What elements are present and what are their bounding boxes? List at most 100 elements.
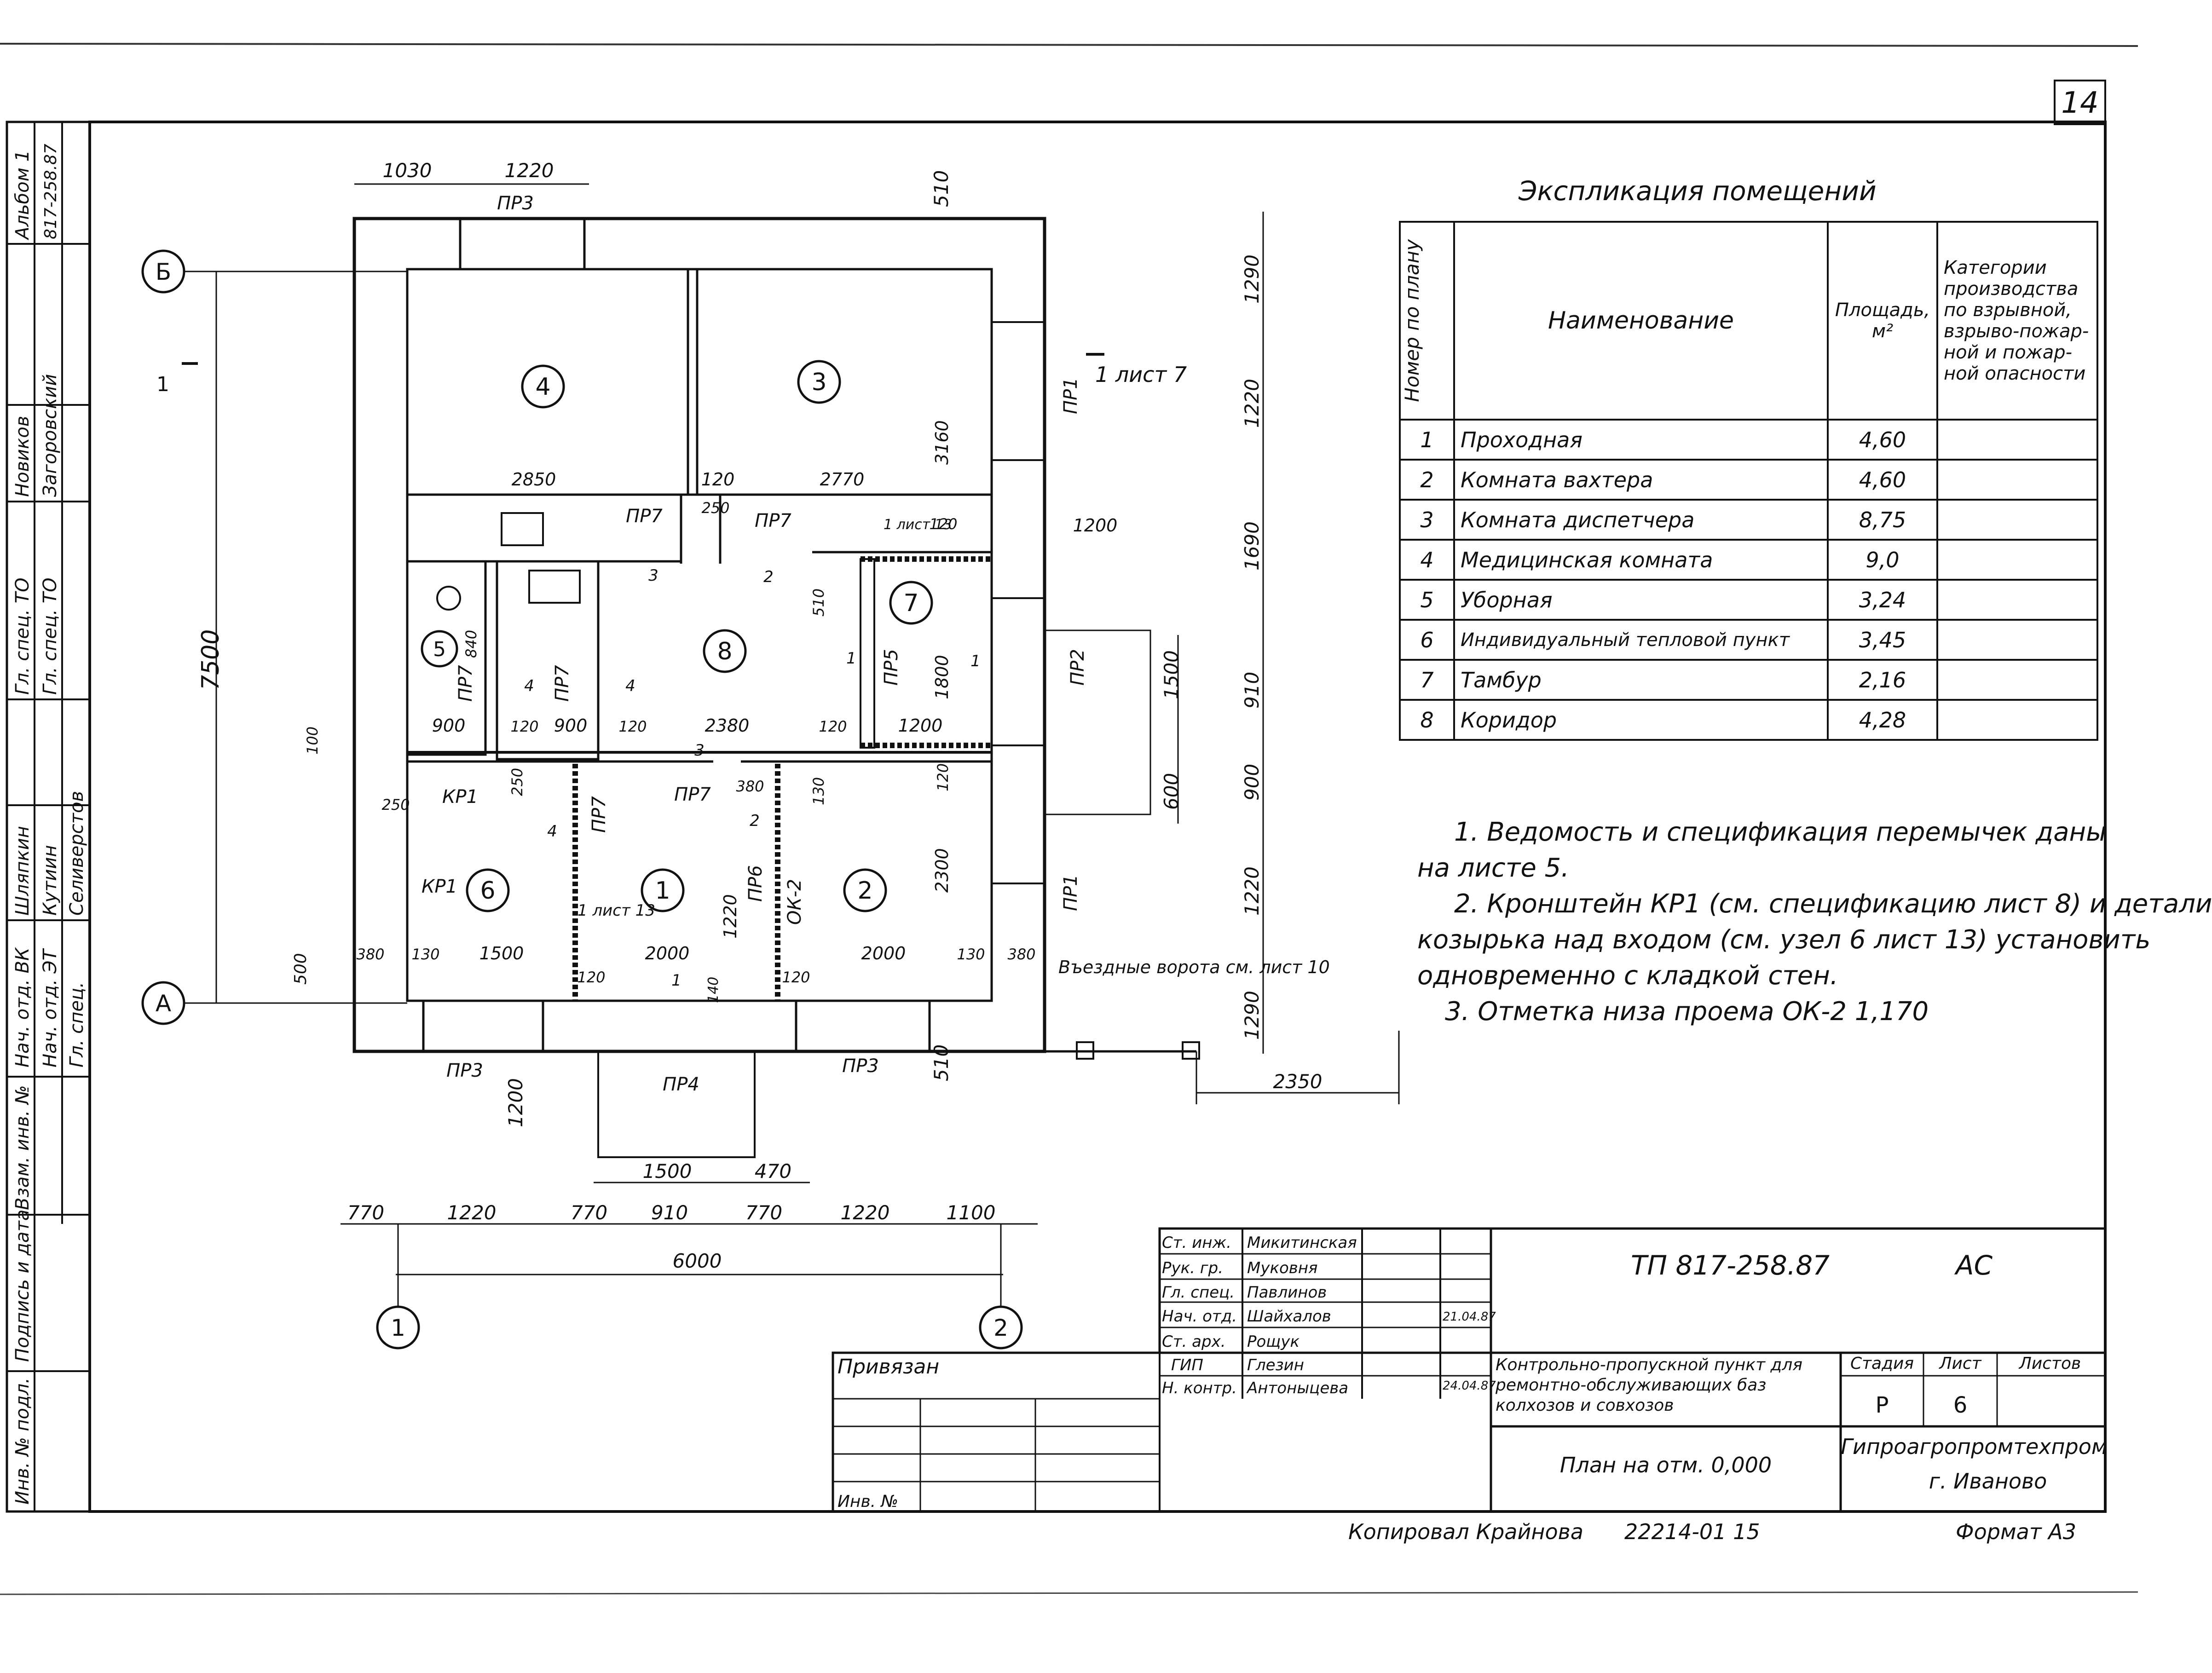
dim-inner-25: 130 (957, 946, 985, 963)
marker-0: 3 (648, 566, 658, 585)
stage-value: Р (1876, 1392, 1889, 1418)
opening-pr3-bl: ПР3 (446, 1060, 483, 1081)
row-category (1936, 699, 2098, 741)
drawing-sheet: 14 Нач. отд. ВК Шляпкин Гл. спец. ТО Нов… (0, 43, 2138, 1595)
dim-total-height: 7500 (197, 629, 225, 690)
sheet-value: 6 (1953, 1392, 1968, 1418)
marker-2: 4 (524, 677, 534, 695)
axis-b-label: Б (156, 259, 171, 285)
dim-inner-14: 840 (462, 630, 480, 658)
table-row: 6 Индивидуальный тепловой пункт 3,45 (1399, 619, 2098, 661)
marker-6: 3 (694, 741, 705, 760)
marker-4: 1 (846, 649, 856, 668)
dim-top-1030: 1030 (383, 159, 432, 182)
dim-inner-13: 1200 (898, 715, 943, 736)
axis-a-label: А (156, 990, 171, 1017)
dim-top-510: 510 (930, 170, 953, 207)
dim-inner-30: 1220 (720, 894, 740, 939)
note-line: 2. Кронштейн КР1 (см. спецификацию лист … (1454, 889, 2212, 919)
room-2-number: 2 (857, 877, 872, 905)
dim-bottom-9: 470 (755, 1160, 791, 1183)
opening-pr3-top: ПР3 (497, 193, 534, 214)
dim-inner-19: 250 (381, 796, 410, 813)
opening-pr4: ПР4 (663, 1074, 699, 1095)
room-8-number: 8 (717, 638, 732, 665)
header-category: Категории производства по взрывной, взры… (1936, 221, 2098, 421)
sheets-label: Листов (2018, 1354, 2081, 1373)
date-1: 21.04.87 (1443, 1310, 1496, 1324)
side-stamp-c2-0: Гл. спец. (66, 982, 87, 1067)
row-area: 4,28 (1827, 699, 1938, 741)
row-name: Медицинская комната (1453, 539, 1829, 581)
note-line: 1. Ведомость и спецификация перемычек да… (1454, 817, 2107, 847)
dim-right-8: 600 (1160, 773, 1183, 810)
dim-inner-16: 380 (736, 778, 764, 795)
axis-b-bubble (141, 249, 185, 294)
side-stamp-b2: Взам. инв. № (12, 1085, 33, 1210)
name-0: Микитинская (1247, 1234, 1357, 1252)
dim-right-7: 1500 (1160, 650, 1183, 699)
dim-inner-6: 1200 (1073, 515, 1118, 536)
room-6-number: 6 (480, 877, 495, 905)
table-row: 7 Тамбур 2,16 (1399, 659, 2098, 701)
side-stamp-c0-0: Нач. отд. ВК (12, 947, 33, 1067)
toilet-fixture (528, 570, 581, 604)
room-4-number: 4 (535, 373, 550, 401)
row-area: 9,0 (1827, 539, 1938, 581)
sink-fixture (501, 512, 544, 546)
copy-code: 22214-01 15 (1624, 1519, 1760, 1544)
row-num: 3 (1399, 499, 1455, 541)
dim-inner-32: 1800 (932, 655, 952, 699)
table-row: 3 Комната диспетчера 8,75 (1399, 499, 2098, 541)
dim-bottom-12: 510 (930, 1044, 953, 1081)
row-category (1936, 499, 2098, 541)
opening-pr6: ПР6 (745, 865, 766, 902)
section-marker: 1 (156, 373, 169, 396)
marker-5: 1 (970, 652, 981, 670)
notes: 1. Ведомость и спецификация перемычек да… (1417, 814, 2212, 1030)
outer-wall (352, 217, 1046, 1053)
doc-code: ТП 817-258.87 (1631, 1250, 1830, 1281)
side-stamp-c1-0: Нач. отд. ЭТ (40, 948, 61, 1067)
row-num: 4 (1399, 539, 1455, 581)
table-row: 4 Медицинская комната 9,0 (1399, 539, 2098, 581)
name-5: Глезин (1247, 1356, 1304, 1374)
wall-7-hatched (860, 558, 875, 749)
stage-label: Стадия (1850, 1354, 1914, 1373)
role-4: Ст. арх. (1162, 1333, 1226, 1351)
dim-inner-15: 250 (508, 768, 526, 796)
dim-inner-10: 120 (618, 718, 647, 735)
side-stamp-c1-2: Гл. спец. ТО (40, 577, 61, 695)
dim-bottom-0: 770 (347, 1201, 384, 1224)
side-stamp-c0-4: Альбом 1 (12, 150, 33, 241)
side-stamp-c0-3: Новиков (12, 416, 33, 497)
dim-right-5: 1220 (1241, 866, 1263, 916)
dim-bottom-4: 770 (745, 1201, 782, 1224)
project-name: Контрольно-пропускной пункт для ремонтно… (1496, 1356, 1803, 1415)
dim-inner-34: 100 (304, 727, 321, 755)
dim-inner-22: 1500 (479, 943, 524, 963)
sheet-label: Лист (1938, 1354, 1981, 1373)
note-line: козырька над входом (см. узел 6 лист 13)… (1417, 925, 2151, 955)
dim-inner-1: 120 (701, 469, 735, 490)
opening-pr7-a: ПР7 (626, 506, 663, 527)
bracket-kr1-a: КР1 (442, 786, 478, 808)
row-name: Тамбур (1453, 659, 1829, 701)
dim-inner-29: 140 (705, 977, 722, 1003)
marker-1: 2 (763, 568, 774, 586)
entrance-porch (597, 1050, 756, 1158)
row-area: 4,60 (1827, 459, 1938, 501)
dim-inner-26: 380 (1007, 946, 1035, 963)
name-2: Павлинов (1247, 1283, 1327, 1302)
dim-right-4: 900 (1241, 764, 1263, 801)
note-line: 3. Отметка низа проема ОК-2 1,170 (1445, 997, 1929, 1027)
row-category (1936, 579, 2098, 621)
dim-inner-17: 130 (810, 777, 827, 805)
dim-inner-28: 120 (782, 969, 810, 986)
page-number: 14 (2061, 86, 2098, 120)
dim-inner-9: 900 (554, 715, 588, 736)
row-name: Комната вахтера (1453, 459, 1829, 501)
row-area: 2,16 (1827, 659, 1938, 701)
attached-label: Привязан (837, 1355, 939, 1379)
name-1: Муковня (1247, 1259, 1318, 1277)
